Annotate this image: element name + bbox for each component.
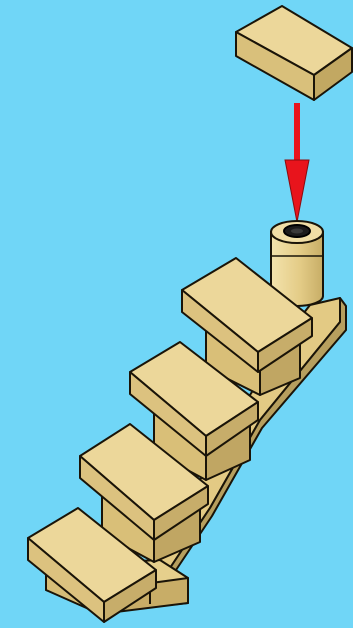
instruction-illustration [0,0,353,624]
staircase-assembly-svg [0,0,353,624]
